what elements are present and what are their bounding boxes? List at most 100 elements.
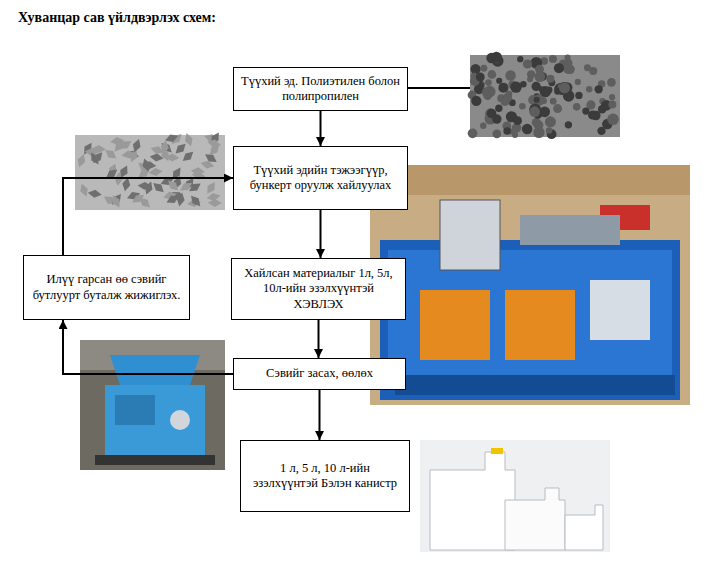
box-text: 1 л, 5 л, 10 л-ийн эзэлхүүнтэй Бэлэн кан…	[247, 461, 403, 492]
flake	[201, 161, 215, 169]
flow-arrow	[318, 320, 320, 358]
pellet	[539, 106, 550, 117]
pellet	[513, 116, 522, 125]
process-box: 1 л, 5 л, 10 л-ийн эзэлхүүнтэй Бэлэн кан…	[240, 440, 410, 512]
flake	[78, 154, 86, 167]
pellet	[503, 127, 510, 134]
process-box: Түүхий эд. Полиэтилен болон полипропилен	[233, 67, 408, 111]
leader-line	[408, 87, 470, 89]
pellet	[559, 82, 570, 93]
pellet	[589, 67, 597, 75]
flake	[165, 134, 178, 142]
flow-arrow	[319, 390, 321, 440]
pellet	[582, 107, 589, 114]
pellet	[607, 78, 616, 87]
flake	[150, 154, 164, 162]
crusher-photo	[80, 340, 225, 470]
box-text: Хайлсан материалыг 1л, 5л, 10л-ийн эзэлх…	[238, 266, 399, 312]
flake	[153, 183, 164, 192]
machine-photo	[370, 165, 690, 405]
pellet	[488, 70, 497, 79]
pellet	[534, 97, 540, 103]
flake	[110, 137, 124, 145]
flake	[205, 154, 217, 162]
process-box: Сэвийг засах, өөлөх	[233, 358, 406, 390]
pellet	[564, 55, 570, 61]
pellet	[522, 124, 533, 135]
pellet	[492, 114, 501, 123]
box-text: Түүхий эд. Полиэтилен болон полипропилен	[240, 74, 401, 105]
pellet	[527, 76, 533, 82]
flake	[113, 195, 120, 207]
pellet	[535, 71, 546, 82]
flow-arrow	[63, 320, 233, 374]
pellet	[546, 75, 554, 83]
pellet	[470, 64, 480, 74]
pellet	[594, 85, 602, 93]
pellet	[607, 114, 619, 126]
flake	[120, 165, 127, 178]
flake	[191, 196, 200, 207]
box-text: Түүхий эдийн тэжээгүүр, бункерт оруулж х…	[240, 163, 401, 194]
pellet	[553, 104, 562, 113]
pellet	[598, 105, 606, 113]
diagram-title: Хуванцар сав үйлдвэрлэх схем:	[18, 10, 216, 26]
flake	[149, 168, 163, 176]
process-box: Хайлсан материалыг 1л, 5л, 10л-ийн эзэлх…	[231, 258, 406, 320]
flake	[140, 198, 150, 208]
flake	[143, 158, 151, 171]
flake	[180, 183, 192, 191]
pellet	[510, 81, 521, 92]
process-box: Илүү гарсан өө сэвийг бутлуурт буталж жи…	[23, 255, 190, 320]
flake	[168, 181, 178, 191]
pellet	[496, 78, 502, 84]
pellet	[575, 92, 582, 99]
flake	[130, 149, 137, 162]
flakes-photo	[75, 133, 225, 211]
pellet	[498, 83, 508, 93]
pellet	[517, 56, 523, 62]
box-text: Илүү гарсан өө сэвийг бутлуурт буталж жи…	[30, 272, 183, 303]
flake	[122, 178, 130, 192]
pellet	[550, 98, 557, 105]
flake	[207, 182, 215, 194]
flake	[208, 199, 222, 207]
flake	[177, 193, 185, 207]
pellet	[506, 91, 513, 98]
pellet	[519, 103, 526, 110]
pellet	[486, 53, 496, 63]
flake	[210, 145, 220, 155]
pellet	[549, 55, 557, 63]
flake	[105, 150, 116, 159]
pellet	[532, 82, 541, 91]
pellet	[545, 116, 556, 127]
pellet	[609, 94, 615, 100]
box-text: Сэвийг засах, өөлөх	[266, 366, 373, 381]
flake	[191, 167, 205, 175]
pellet	[482, 87, 493, 98]
pellet	[546, 127, 553, 134]
canisters-photo	[420, 440, 610, 552]
flow-arrow	[320, 111, 322, 146]
pellet	[512, 132, 518, 138]
flow-arrow	[63, 178, 233, 255]
pellet	[586, 86, 593, 93]
flake	[185, 133, 193, 146]
pellet	[500, 96, 510, 106]
pellet	[597, 127, 605, 135]
pellet	[529, 106, 540, 117]
flake	[161, 141, 169, 155]
pellet	[485, 79, 492, 86]
pellet	[468, 128, 478, 138]
flake	[115, 172, 123, 186]
pellets-photo	[468, 52, 620, 139]
flake	[183, 152, 193, 161]
pellet	[471, 96, 481, 106]
flake	[80, 183, 88, 196]
pellet	[575, 79, 581, 85]
pellet	[554, 63, 564, 73]
flake	[138, 182, 152, 190]
flake	[93, 152, 102, 163]
flow-arrow	[320, 210, 322, 258]
